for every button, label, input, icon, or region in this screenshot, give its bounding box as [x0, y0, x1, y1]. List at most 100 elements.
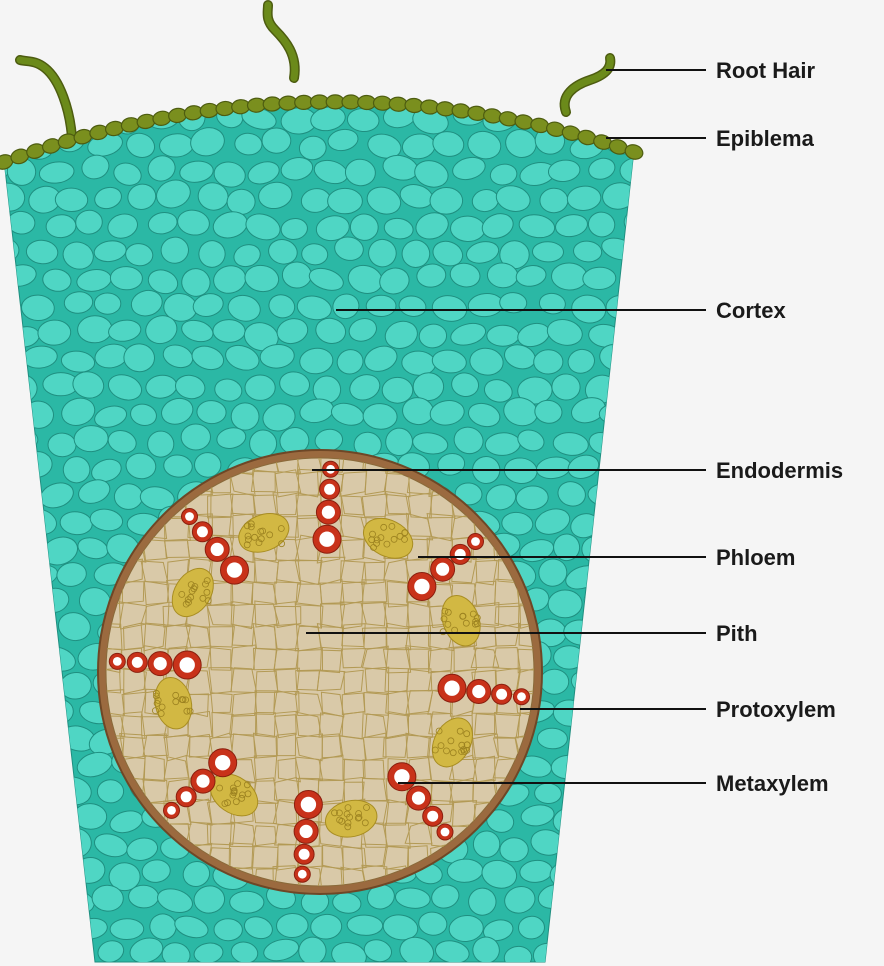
cortex-cell [4, 542, 38, 565]
cortex-cell [625, 429, 654, 458]
cortex-cell [181, 424, 211, 450]
label-cortex: Cortex [716, 298, 786, 324]
cortex-cell [532, 241, 564, 262]
cortex-cell [552, 911, 587, 938]
root-hair-outline [565, 58, 611, 112]
cortex-cell [0, 341, 27, 373]
cortex-cell [38, 749, 71, 777]
cortex-cell [487, 325, 519, 346]
cortex-cell [604, 667, 639, 695]
cortex-cell [6, 105, 35, 131]
cortex-cell [598, 827, 637, 857]
cortex-cell [0, 317, 11, 347]
cortex-cell [637, 832, 676, 864]
xylem-lumen [196, 775, 209, 788]
cortex-cell [554, 646, 585, 669]
label-metaxylem: Metaxylem [716, 771, 829, 797]
cortex-cell [623, 804, 654, 836]
cortex-cell [0, 675, 21, 698]
cortex-cell [55, 188, 88, 212]
cortex-cell [587, 751, 620, 774]
cortex-cell [0, 777, 22, 806]
xylem-lumen [299, 849, 310, 860]
cortex-cell [19, 778, 59, 810]
cortex-cell [635, 397, 670, 428]
cortex-cell [617, 856, 648, 886]
cortex-cell [638, 783, 665, 809]
cortex-cell [636, 239, 674, 271]
label-protoxylem: Protoxylem [716, 697, 836, 723]
xylem-lumen [441, 828, 450, 837]
cortex-cell [633, 342, 667, 370]
cortex-cell [618, 529, 656, 565]
cortex-cell [94, 293, 121, 314]
cortex-cell [601, 615, 635, 642]
cortex-cell [622, 376, 655, 400]
cortex-cell [620, 158, 654, 184]
cortex-cell [7, 805, 48, 839]
cortex-cell [621, 320, 655, 349]
xylem-lumen [185, 512, 194, 521]
cortex-cell [55, 936, 95, 966]
cortex-cell [568, 718, 601, 749]
cortex-cell [0, 267, 6, 294]
cortex-cell [617, 105, 651, 131]
cortex-cell [633, 511, 665, 533]
cortex-cell [0, 560, 23, 584]
cortex-cell [0, 642, 4, 674]
cortex-cell [0, 803, 8, 829]
cortex-cell [584, 589, 615, 610]
cortex-cell [276, 913, 308, 938]
cortex-cell [5, 483, 39, 510]
cortex-cell [382, 377, 413, 403]
cortex-cell [4, 640, 41, 669]
cortex-cell [500, 838, 528, 862]
cortex-cell [19, 614, 58, 645]
cortex-cell [0, 918, 5, 943]
cortex-cell [27, 891, 60, 913]
cortex-cell [561, 885, 601, 921]
cortex-cell [23, 941, 57, 966]
xylem-lumen [471, 537, 480, 546]
xylem-lumen [496, 689, 507, 700]
cortex-cell [596, 942, 634, 966]
xylem-lumen [444, 681, 459, 696]
cortex-cell [537, 728, 568, 750]
cortex-cell [214, 918, 243, 941]
cortex-cell [0, 831, 26, 859]
xylem-lumen [427, 811, 438, 822]
cortex-cell [615, 585, 651, 614]
xylem-lumen [215, 755, 230, 770]
xylem-lumen [132, 657, 143, 668]
xylem-lumen [319, 532, 334, 547]
cortex-cell [0, 531, 9, 563]
cortex-cell [548, 590, 582, 618]
cortex-cell [7, 918, 43, 943]
cortex-cell [620, 692, 659, 722]
cortex-cell [624, 208, 654, 235]
cortex-cell [618, 909, 658, 939]
cortex-cell [245, 375, 275, 401]
label-pith: Pith [716, 621, 758, 647]
cortex-cell [0, 213, 5, 240]
cortex-cell [41, 910, 81, 943]
cortex-cell [623, 757, 651, 779]
cortex-cell [585, 102, 616, 132]
cortex-cell [191, 74, 230, 104]
label-phloem: Phloem [716, 545, 795, 571]
cortex-cell [0, 479, 10, 509]
cortex-cell [540, 188, 569, 213]
cortex-cell [7, 697, 44, 729]
cortex-cell [40, 862, 73, 887]
cortex-cell [0, 617, 24, 643]
cortex-cell [584, 863, 616, 886]
cortex-cell [600, 455, 634, 476]
cortex-cell [0, 402, 28, 433]
xylem-lumen [300, 825, 313, 838]
cortex-cell [231, 402, 260, 430]
cortex-cell [600, 883, 632, 911]
cortex-cell [588, 698, 622, 728]
xylem-lumen [324, 484, 335, 495]
cortex-cell [110, 266, 143, 290]
cortex-cell [282, 261, 312, 288]
